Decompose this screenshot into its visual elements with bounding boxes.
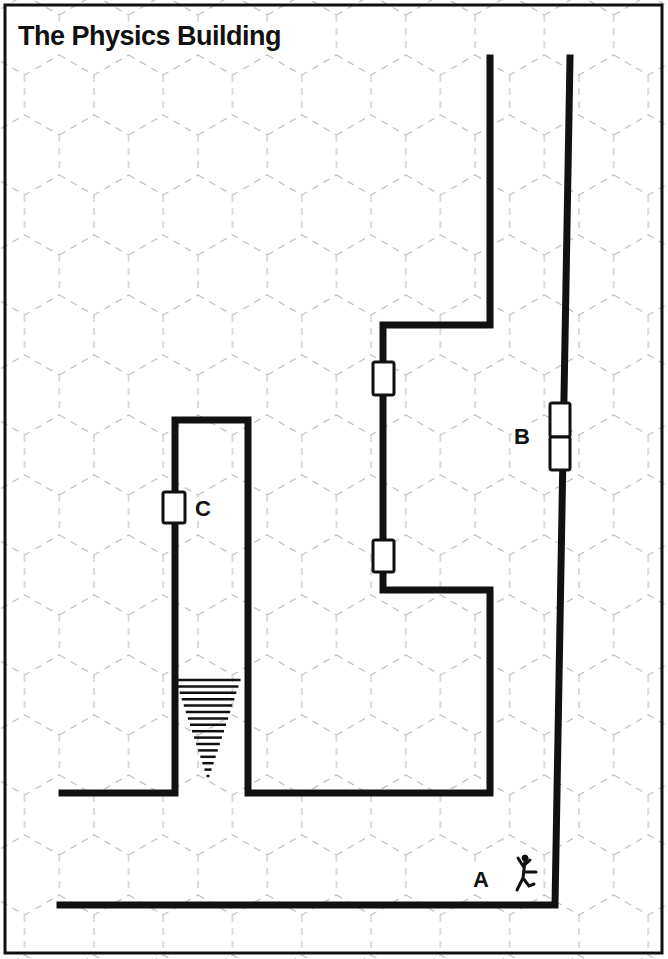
door: [550, 437, 570, 470]
location-label: A: [471, 868, 491, 892]
door: [163, 492, 185, 523]
map-title: The Physics Building: [16, 22, 283, 51]
location-label: C: [193, 497, 213, 521]
player-figure: [517, 855, 536, 890]
location-label: B: [512, 425, 532, 449]
stairs: [176, 680, 241, 776]
door: [373, 540, 394, 572]
inner-wall: [62, 58, 490, 793]
door: [550, 403, 570, 437]
outer-wall: [60, 58, 570, 905]
door: [373, 362, 394, 395]
map-frame: [5, 5, 662, 953]
